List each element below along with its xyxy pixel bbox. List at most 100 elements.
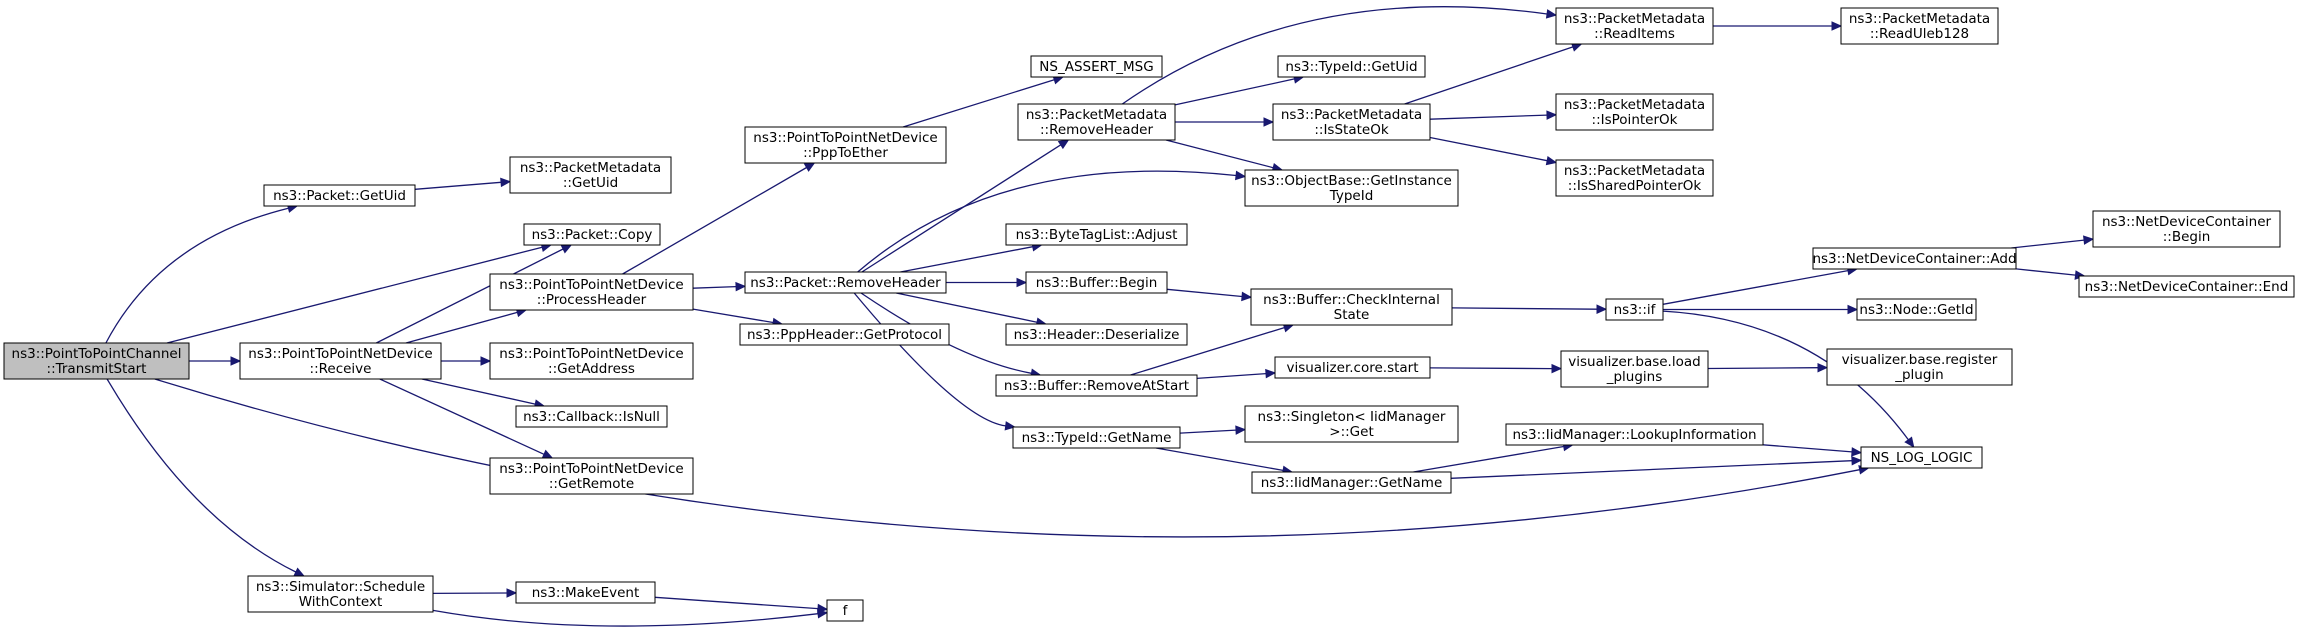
node-label: ns3::Buffer::RemoveAtStart	[1004, 378, 1189, 394]
node-label: ns3::MakeEvent	[532, 585, 640, 601]
node-buffer-begin[interactable]: ns3::Buffer::Begin	[1025, 271, 1168, 294]
edge-transmit_start-to-ns_log_logic	[154, 378, 1870, 538]
edge-line	[896, 292, 1038, 323]
edge-ns3_if-to-ns_log_logic	[1662, 310, 1915, 448]
node-box	[1030, 55, 1163, 78]
edge-iidmanager_lookupinformation-to-ns_log_logic	[1762, 444, 1863, 457]
edge-line	[1450, 460, 1853, 479]
node-label: ns3::PointToPointNetDevice	[753, 130, 937, 146]
node-singleton-get[interactable]: ns3::Singleton< IidManager >::Get	[1244, 405, 1459, 443]
node-f[interactable]: f	[826, 599, 864, 622]
node-label: ns3::PacketMetadata	[1281, 107, 1422, 123]
edge-ndc_add-to-ndc_end	[2015, 268, 2086, 280]
node-viz-core-start[interactable]: visualizer.core.start	[1274, 356, 1431, 379]
node-pm-isstateok[interactable]: ns3::PacketMetadata::IsStateOk	[1272, 103, 1431, 141]
edge-line	[1404, 46, 1574, 105]
edge-line	[1429, 114, 1548, 120]
node-label: ns3::Singleton< IidManager	[1258, 409, 1446, 425]
node-packet-getuid[interactable]: ns3::Packet::GetUid	[263, 184, 416, 207]
node-label: ::IsStateOk	[1314, 122, 1388, 138]
node-node-getid[interactable]: ns3::Node::GetId	[1856, 298, 1977, 321]
node-typeid-getuid[interactable]: ns3::TypeId::GetUid	[1277, 55, 1426, 78]
node-buffer-removeatstart[interactable]: ns3::Buffer::RemoveAtStart	[995, 374, 1198, 397]
arrowhead-icon	[803, 162, 816, 172]
node-box	[1250, 288, 1453, 326]
node-label: ns3::Packet::GetUid	[273, 188, 406, 204]
node-box	[2078, 275, 2295, 298]
node-packet-copy[interactable]: ns3::Packet::Copy	[523, 223, 661, 246]
node-label: ns3::PacketMetadata	[520, 160, 661, 176]
node-iidmanager-lookupinformation[interactable]: ns3::IidManager::LookupInformation	[1505, 423, 1764, 446]
node-box	[1025, 271, 1168, 294]
node-box	[1605, 298, 1664, 321]
node-ndc-end[interactable]: ns3::NetDeviceContainer::End	[2078, 275, 2295, 298]
arrowhead-icon	[817, 603, 829, 614]
node-p2p-getaddress[interactable]: ns3::PointToPointNetDevice::GetAddress	[489, 342, 694, 380]
node-box	[744, 126, 947, 164]
arrowhead-icon	[1851, 455, 1863, 466]
node-label: ns3::Buffer::Begin	[1036, 275, 1158, 291]
edge-sim_schedule-to-f	[432, 609, 829, 627]
node-label: ::PppToEther	[803, 145, 888, 161]
edge-line	[1121, 6, 1548, 105]
node-label: ::RemoveHeader	[1040, 122, 1153, 138]
node-bytetaglist-adjust[interactable]: ns3::ByteTagList::Adjust	[1005, 223, 1188, 246]
edge-line	[1451, 307, 1598, 310]
node-pm-readitems[interactable]: ns3::PacketMetadata::ReadItems	[1555, 7, 1714, 45]
node-ppp-getprotocol[interactable]: ns3::PppHeader::GetProtocol	[739, 323, 950, 346]
node-p2p-getremote[interactable]: ns3::PointToPointNetDevice::GetRemote	[489, 457, 694, 495]
node-ndc-begin[interactable]: ns3::NetDeviceContainer::Begin	[2092, 210, 2281, 248]
node-box	[3, 342, 190, 380]
node-ns-log-logic[interactable]: NS_LOG_LOGIC	[1860, 446, 1983, 469]
node-iidmanager-getname[interactable]: ns3::IidManager::GetName	[1251, 471, 1452, 494]
node-viz-base-register-plugin[interactable]: visualizer.base.register_plugin	[1826, 348, 2013, 386]
edge-pm_removeheader-to-objectbase_getinstancetypeid	[1165, 139, 1284, 173]
node-label: ::ReadUleb128	[1870, 26, 1969, 42]
node-make-event[interactable]: ns3::MakeEvent	[515, 581, 656, 604]
edge-pm_removeheader-to-typeid_getuid	[1174, 74, 1305, 106]
node-box	[1812, 247, 2017, 270]
node-p2p-processheader[interactable]: ns3::PointToPointNetDevice::ProcessHeade…	[489, 273, 694, 311]
edge-line	[857, 170, 1237, 273]
node-p2p-ppptoether[interactable]: ns3::PointToPointNetDevice::PppToEther	[744, 126, 947, 164]
node-label: _plugin	[1894, 367, 1944, 383]
node-header-deserialize[interactable]: ns3::Header::Deserialize	[1005, 323, 1188, 346]
node-viz-base-load-plugins[interactable]: visualizer.base.load_plugins	[1560, 350, 1709, 388]
node-pm-ispointerok[interactable]: ns3::PacketMetadata::IsPointerOk	[1555, 93, 1714, 131]
node-pm-readuleb128[interactable]: ns3::PacketMetadata::ReadUleb128	[1840, 7, 1999, 45]
node-label: ns3::NetDeviceContainer::Add	[1812, 251, 2016, 267]
node-box	[263, 184, 416, 207]
node-pm-getuid[interactable]: ns3::PacketMetadata::GetUid	[509, 156, 672, 194]
node-typeid-getname[interactable]: ns3::TypeId::GetName	[1012, 426, 1181, 449]
edge-line	[379, 378, 545, 455]
edge-buffer_checkinternalstate-to-ns3_if	[1451, 304, 1608, 314]
node-label: ::GetRemote	[549, 476, 634, 492]
edge-p2p_receive-to-p2p_processheader	[405, 307, 528, 344]
edge-line	[1196, 372, 1267, 380]
edge-pm_isstateok-to-pm_issharedpointerok	[1429, 136, 1558, 166]
node-ns-assert-msg[interactable]: NS_ASSERT_MSG	[1030, 55, 1163, 78]
node-callback-isnull[interactable]: ns3::Callback::IsNull	[515, 405, 668, 428]
node-p2p-receive[interactable]: ns3::PointToPointNetDevice::Receive	[239, 342, 442, 380]
node-ndc-add[interactable]: ns3::NetDeviceContainer::Add	[1812, 247, 2017, 270]
arrowhead-icon	[1546, 110, 1558, 120]
node-ns3-if[interactable]: ns3::if	[1605, 298, 1664, 321]
node-box	[1005, 323, 1188, 346]
node-pm-issharedpointerok[interactable]: ns3::PacketMetadata::IsSharedPointerOk	[1555, 159, 1714, 197]
node-label: ::Receive	[310, 361, 372, 377]
node-pm-removeheader[interactable]: ns3::PacketMetadata::RemoveHeader	[1017, 103, 1176, 141]
node-transmit-start[interactable]: ns3::PointToPointChannel::TransmitStart	[3, 342, 190, 380]
node-label: ns3::IidManager::LookupInformation	[1512, 427, 1756, 443]
node-box	[1272, 103, 1431, 141]
node-box	[1277, 55, 1426, 78]
arrowhead-icon	[560, 244, 573, 254]
node-label: ::Begin	[2163, 229, 2211, 245]
node-box	[489, 273, 694, 311]
node-packet-removeheader[interactable]: ns3::Packet::RemoveHeader	[744, 271, 947, 294]
node-label: ns3::PointToPointNetDevice	[499, 346, 683, 362]
node-label: ::IsPointerOk	[1592, 112, 1678, 128]
